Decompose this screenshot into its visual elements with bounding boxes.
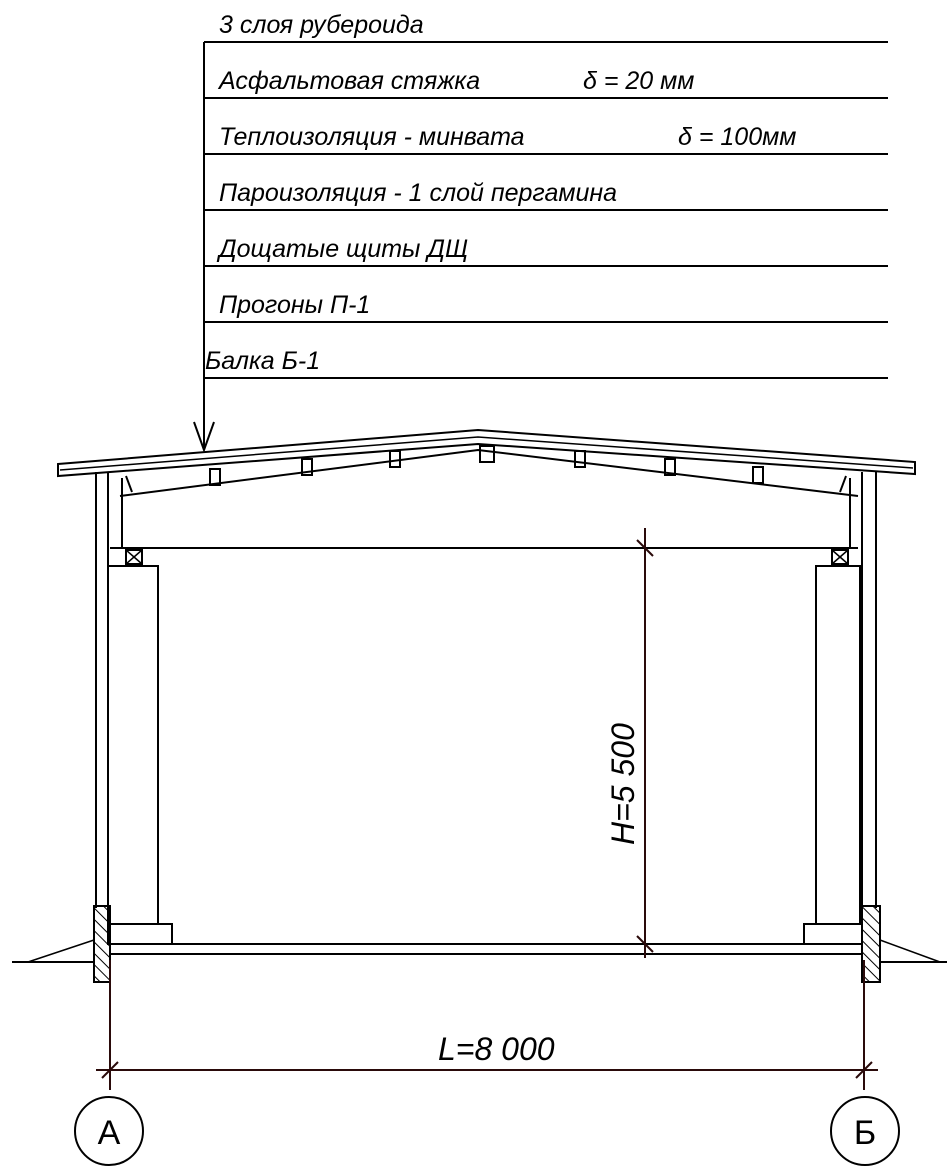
layer-label: Теплоизоляция - минвата bbox=[219, 123, 525, 151]
layer-label: Пароизоляция - 1 слой пергамина bbox=[219, 179, 617, 207]
dim-tick bbox=[636, 935, 654, 953]
height-dimension: H=5 500 bbox=[605, 528, 654, 958]
beam bbox=[110, 547, 858, 565]
support-block-right bbox=[831, 549, 849, 565]
span-dimension: L=8 000 bbox=[96, 960, 878, 1090]
left-column-base bbox=[107, 923, 173, 945]
layer-thickness: δ = 20 мм bbox=[583, 67, 694, 95]
layer-callout: 3 слоя рубероида Асфальтовая стяжка δ = … bbox=[193, 11, 888, 453]
purlin bbox=[752, 466, 764, 484]
layer-label: 3 слоя рубероида bbox=[219, 11, 424, 39]
span-label: L=8 000 bbox=[438, 1031, 555, 1067]
purlin bbox=[574, 450, 586, 468]
purlin bbox=[301, 458, 313, 476]
axis-marker-b: Б bbox=[830, 1096, 900, 1166]
axis-letter: Б bbox=[854, 1114, 876, 1152]
purlin bbox=[389, 450, 401, 468]
axis-letter: А bbox=[98, 1114, 121, 1152]
right-column bbox=[815, 565, 861, 925]
beam-top-chord bbox=[119, 448, 859, 497]
purlin bbox=[664, 458, 676, 476]
layer-label: Прогоны П-1 bbox=[219, 291, 370, 319]
layer-thickness: δ = 100мм bbox=[678, 123, 796, 151]
axis-marker-a: А bbox=[74, 1096, 144, 1166]
right-column-base bbox=[803, 923, 863, 945]
purlin bbox=[209, 468, 221, 486]
roof bbox=[57, 428, 916, 497]
height-label: H=5 500 bbox=[605, 723, 641, 845]
left-column bbox=[107, 565, 159, 925]
floor bbox=[12, 939, 947, 963]
roof-inner-line bbox=[59, 436, 914, 471]
dim-tick bbox=[101, 1061, 119, 1079]
leader-arrow-icon bbox=[193, 421, 215, 453]
purlin-edge bbox=[839, 475, 847, 493]
axis-circle bbox=[74, 1096, 144, 1166]
dim-tick bbox=[855, 1061, 873, 1079]
layer-label: Асфальтовая стяжка bbox=[217, 67, 480, 95]
layer-label: Дощатые щиты ДЩ bbox=[216, 235, 468, 263]
axis-circle bbox=[830, 1096, 900, 1166]
layer-label: Балка Б-1 bbox=[205, 347, 320, 375]
purlin bbox=[479, 445, 495, 463]
roof-slab bbox=[57, 428, 916, 478]
purlin-edge bbox=[125, 475, 133, 493]
support-block-left bbox=[125, 549, 143, 565]
dim-tick bbox=[636, 539, 654, 557]
left-foundation bbox=[93, 905, 111, 983]
left-wall bbox=[93, 472, 173, 983]
